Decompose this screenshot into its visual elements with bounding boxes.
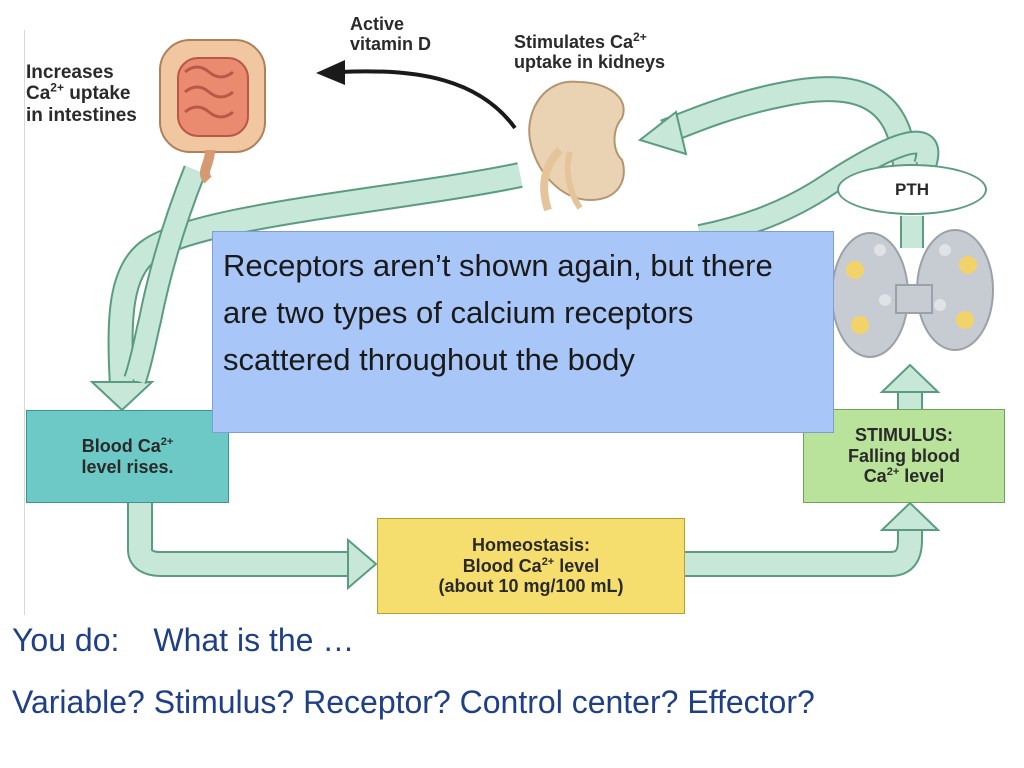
- questions-line: Variable? Stimulus? Receptor? Control ce…: [12, 684, 815, 720]
- label-intestines: Increases Ca2+ uptake in intestines: [26, 62, 137, 126]
- arrow-pth-to-kidney: [637, 76, 918, 167]
- callout-text: Receptors aren’t shown again, but there …: [223, 248, 773, 377]
- pth-oval: PTH: [837, 164, 987, 215]
- parathyroid-illustration: [831, 229, 994, 358]
- you-do-line: You do: What is the …: [12, 622, 354, 659]
- arrow-pth-to-bone: [697, 130, 940, 248]
- calcium-homeostasis-diagram: [89, 39, 994, 591]
- you-do-label: You do:: [12, 622, 120, 658]
- arrow-stimulus-to-parathyroid: [879, 363, 941, 409]
- blood-calcium-rises-box: Blood Ca2+ level rises.: [26, 410, 229, 503]
- arrow-homeostasis-to-stimulus: [685, 501, 941, 577]
- what-is-label: What is the …: [153, 622, 355, 658]
- arrow-blood-to-homeostasis: [127, 503, 378, 591]
- kidney-illustration: [528, 80, 625, 212]
- page-edge-line: [24, 30, 25, 615]
- arrow-intestine-to-blood: [123, 165, 207, 384]
- label-kidneys: Stimulates Ca2+ uptake in kidneys: [514, 30, 666, 73]
- arrow-vitamin-d: [316, 60, 517, 130]
- stimulus-box: STIMULUS: Falling blood Ca2+ level: [803, 409, 1005, 503]
- homeostasis-box: Homeostasis: Blood Ca2+ level (about 10 …: [377, 518, 685, 614]
- label-active-vitamin-d: Active vitamin D: [350, 14, 432, 55]
- receptors-callout: Receptors aren’t shown again, but there …: [212, 231, 834, 433]
- intestines-illustration: [159, 39, 266, 184]
- pth-label: PTH: [895, 179, 929, 199]
